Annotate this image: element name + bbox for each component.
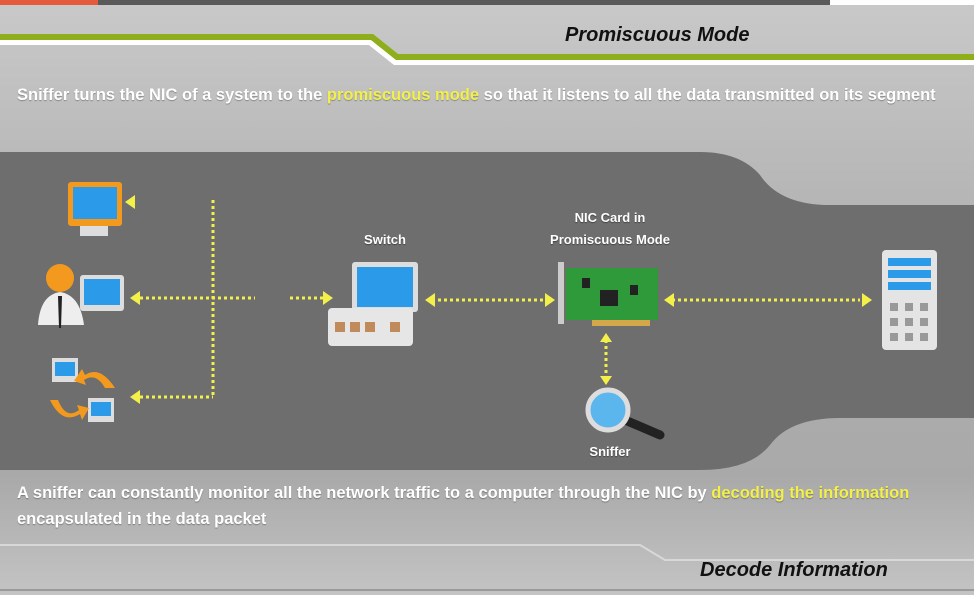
nic-card-label: NIC Card in Promiscuous Mode [520, 207, 700, 251]
sniffer-magnifier-icon [585, 387, 665, 440]
footer-title: Decode Information [700, 559, 888, 581]
switch-label: Switch [364, 232, 406, 247]
intro-text: Sniffer turns the NIC of a system to the… [17, 82, 957, 108]
user-workstation-icon [38, 264, 124, 328]
monitor-icon [68, 182, 122, 236]
networked-computers-icon [50, 358, 115, 422]
arrows [140, 200, 860, 399]
arrow-heads [125, 195, 872, 404]
footer-text: A sniffer can constantly monitor all the… [17, 480, 962, 532]
top-bar [0, 0, 974, 5]
footer-text-after: encapsulated in the data packet [17, 510, 267, 528]
nic-label-line2: Promiscuous Mode [550, 232, 670, 247]
intro-highlight: promiscuous mode [326, 86, 480, 104]
sniffer-label: Sniffer [589, 444, 631, 459]
switch-icon [328, 262, 418, 346]
intro-text-after: so that it listens to all the data trans… [479, 86, 936, 104]
footer-highlight: decoding the information [711, 484, 910, 502]
nic-card-icon [558, 262, 658, 326]
intro-text-before: Sniffer turns the NIC of a system to the [17, 86, 327, 104]
page-title: Promiscuous Mode [565, 24, 750, 46]
nic-label-line1: NIC Card in [574, 210, 646, 225]
footer-text-before: A sniffer can constantly monitor all the… [17, 484, 712, 502]
server-icon [882, 250, 937, 350]
